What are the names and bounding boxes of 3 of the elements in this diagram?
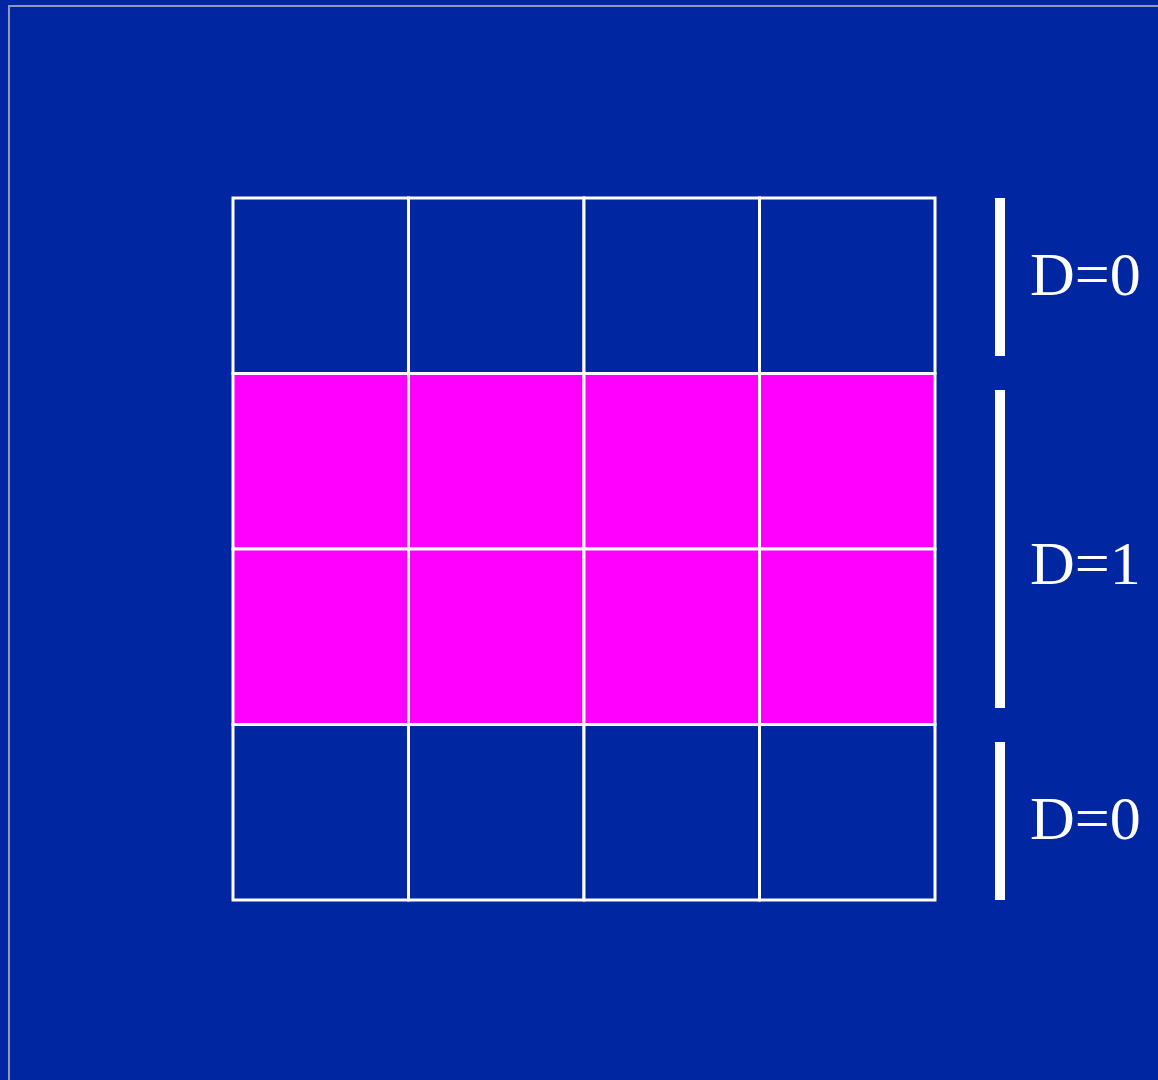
row-label: D=0	[1030, 787, 1141, 849]
row-label: D=0	[1030, 243, 1141, 305]
row-label: D=1	[1030, 532, 1141, 594]
